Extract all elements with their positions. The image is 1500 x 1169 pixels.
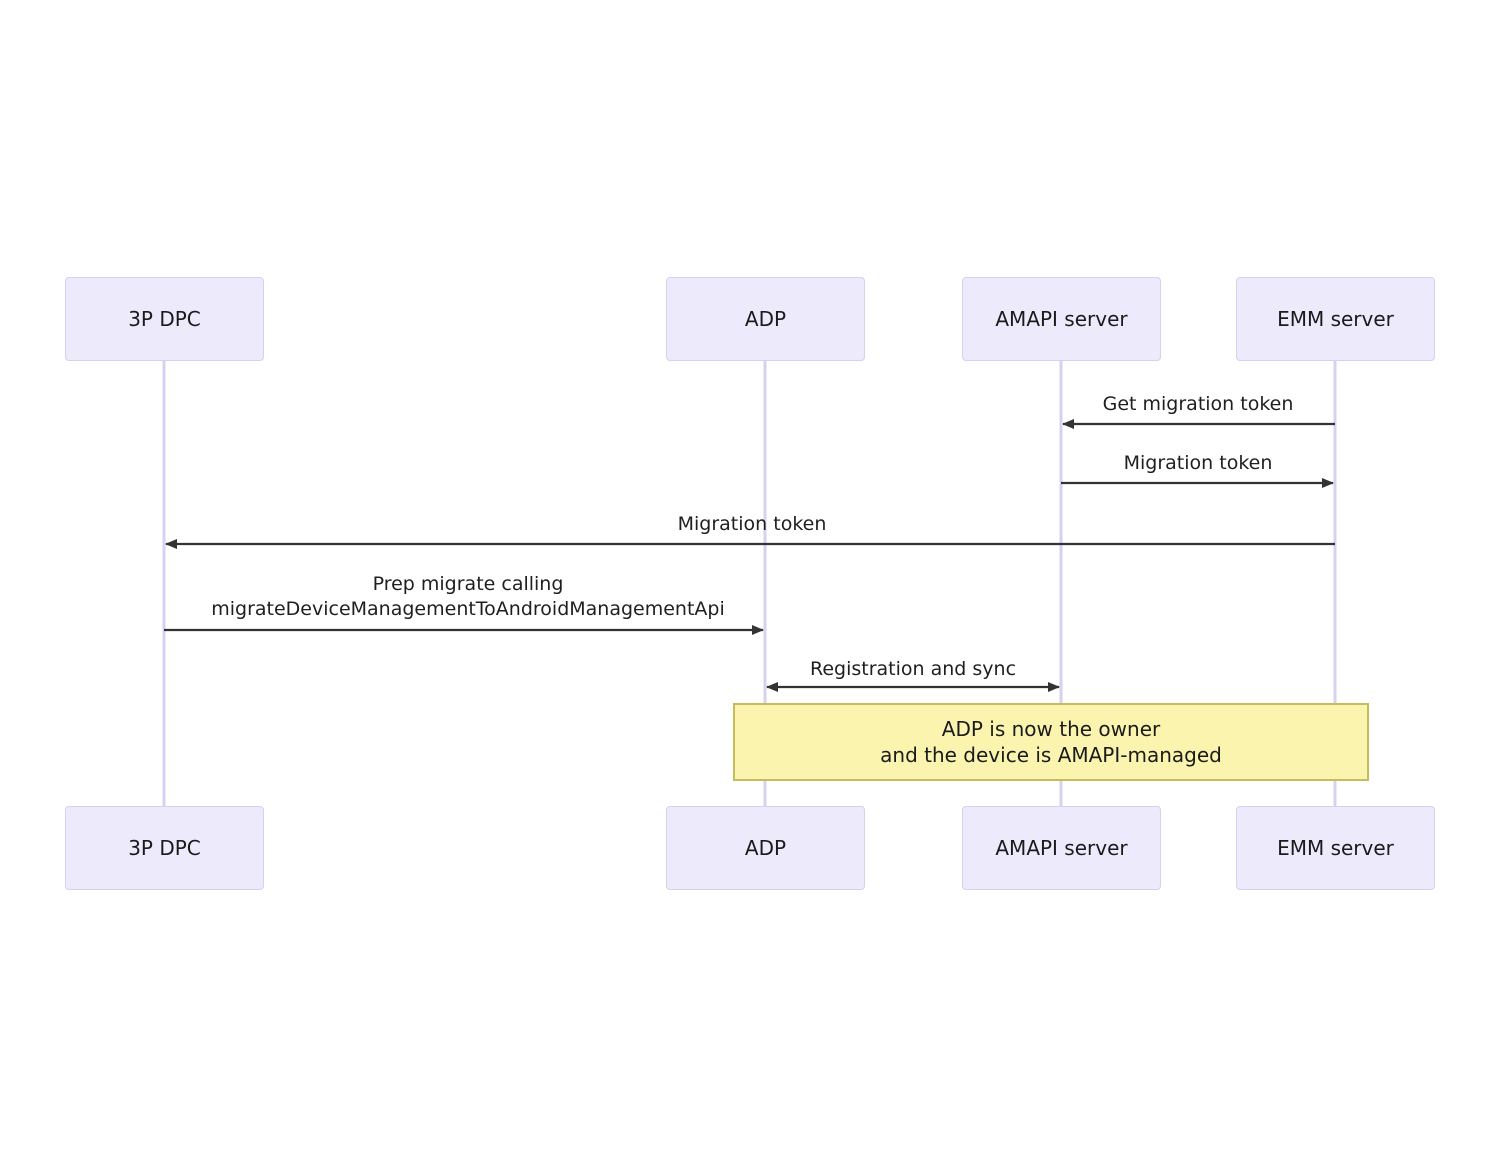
note-line-2: and the device is AMAPI-managed	[880, 743, 1222, 767]
actor-label-dpc-top: 3P DPC	[128, 307, 201, 331]
note-line-1: ADP is now the owner	[941, 717, 1161, 741]
actor-box-emm-bottom[interactable]: EMM server	[1236, 806, 1435, 890]
actor-box-amapi-top[interactable]: AMAPI server	[962, 277, 1161, 361]
actor-box-dpc-top[interactable]: 3P DPC	[65, 277, 264, 361]
actor-label-emm-bottom: EMM server	[1277, 836, 1394, 860]
actor-label-adp-bottom: ADP	[744, 836, 787, 860]
note-box-adp-owner: ADP is now the owner and the device is A…	[733, 703, 1369, 781]
message-label-prep-migrate: Prep migrate calling migrateDeviceManage…	[211, 572, 725, 621]
message-label-prep-migrate-line2: migrateDeviceManagementToAndroidManageme…	[211, 597, 725, 620]
message-label-migration-token-to-emm: Migration token	[1123, 452, 1273, 474]
actor-box-amapi-bottom[interactable]: AMAPI server	[962, 806, 1161, 890]
actor-label-emm-top: EMM server	[1277, 307, 1394, 331]
message-label-get-migration-token: Get migration token	[1102, 393, 1294, 415]
actor-label-adp-top: ADP	[744, 307, 787, 331]
actor-label-amapi-top: AMAPI server	[995, 307, 1128, 331]
actor-box-emm-top[interactable]: EMM server	[1236, 277, 1435, 361]
message-label-migration-token-to-dpc: Migration token	[677, 513, 827, 535]
message-label-prep-migrate-line1: Prep migrate calling	[372, 573, 564, 595]
actor-label-dpc-bottom: 3P DPC	[128, 836, 201, 860]
actor-box-adp-top[interactable]: ADP	[666, 277, 865, 361]
actor-box-adp-bottom[interactable]: ADP	[666, 806, 865, 890]
actor-box-dpc-bottom[interactable]: 3P DPC	[65, 806, 264, 890]
actor-label-amapi-bottom: AMAPI server	[995, 836, 1128, 860]
message-arrows	[164, 419, 1335, 692]
message-label-registration-and-sync: Registration and sync	[809, 658, 1017, 680]
